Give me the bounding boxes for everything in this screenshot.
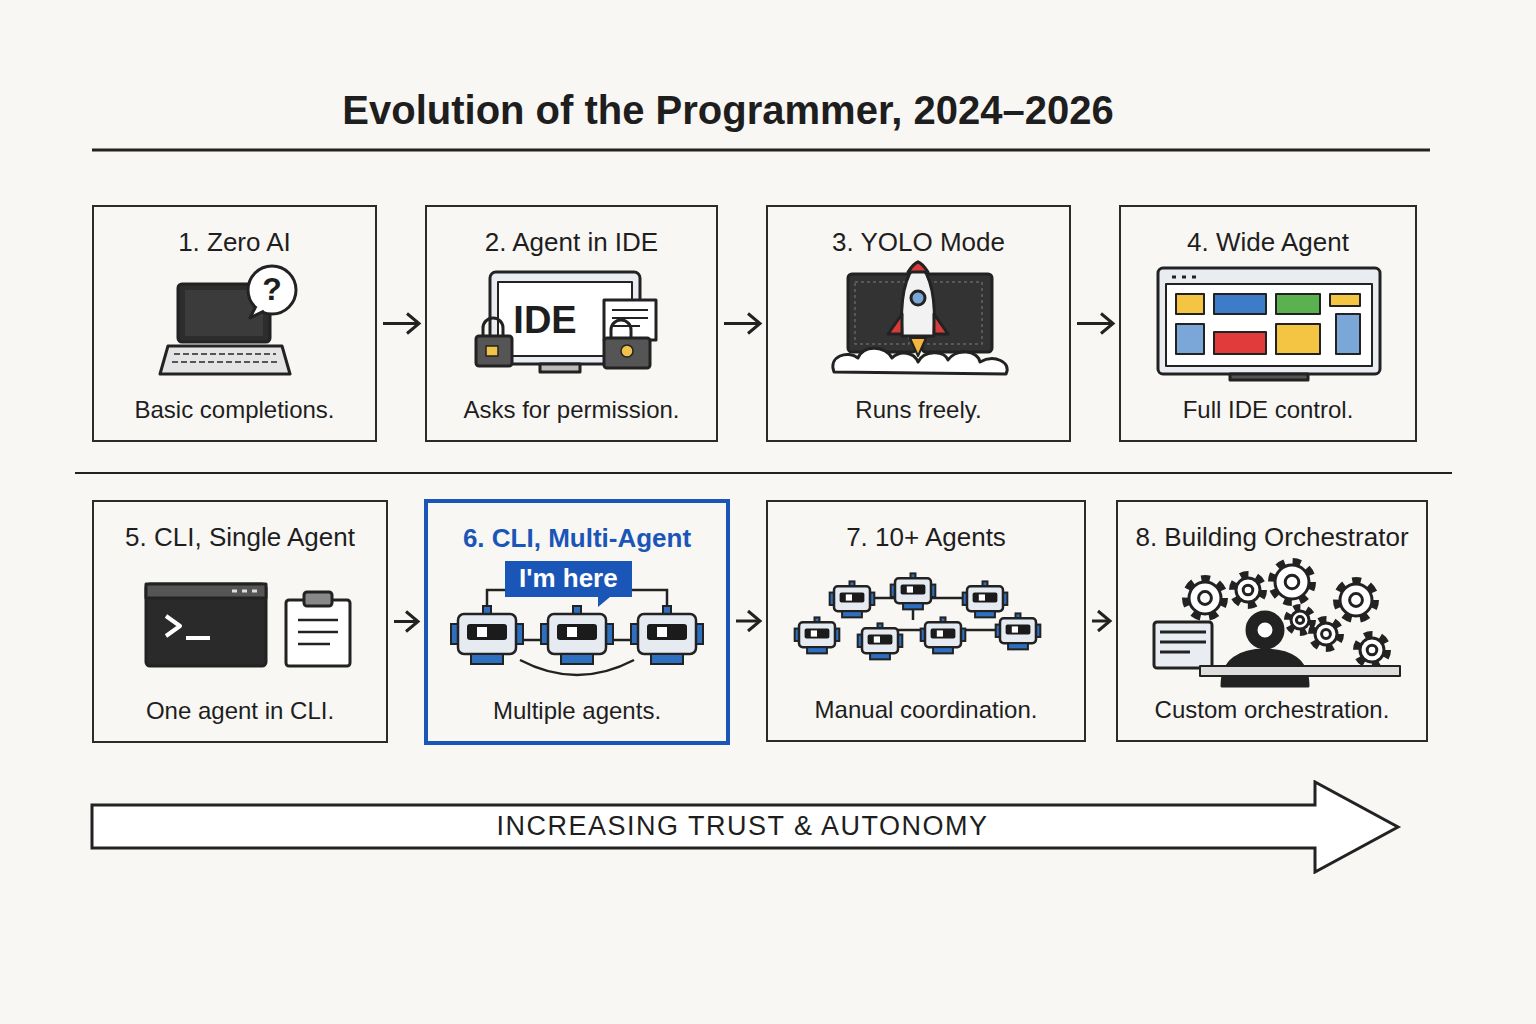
stage-heading: 3. YOLO Mode (832, 227, 1005, 258)
rocket-icon (833, 262, 1007, 374)
arrowhead (1101, 314, 1113, 334)
gear-icon (1272, 562, 1312, 602)
diagram-title: Evolution of the Programmer, 2024–2026 (0, 88, 1456, 133)
icon-label: IDE (513, 299, 576, 342)
stage-heading: 4. Wide Agent (1187, 227, 1349, 258)
flow-arrow (1092, 611, 1110, 631)
trend-arrow: INCREASING TRUST & AUTONOMY (90, 780, 1402, 874)
gear-icon (1288, 608, 1312, 632)
stage-description: Custom orchestration. (1155, 696, 1390, 724)
stage-box: 5. CLI, Single AgentOne agent in CLI. (92, 500, 388, 743)
ide-icon (476, 272, 656, 372)
stage-box: 1. Zero AI Basic completions. (92, 205, 377, 442)
stage-description: Manual coordination. (815, 696, 1038, 724)
row-divider (75, 472, 1452, 474)
arrowhead (407, 314, 419, 334)
flow-arrow (724, 314, 760, 334)
stage-description: Runs freely. (855, 396, 981, 424)
callout-text: I'm here (519, 563, 618, 594)
robot-icon (921, 617, 966, 653)
robot-icon (891, 573, 936, 609)
robot-icon (631, 606, 703, 664)
arrowhead (406, 612, 418, 632)
robot-icon (858, 623, 903, 659)
orchestrator-icon (1154, 562, 1400, 686)
stage-heading: 2. Agent in IDE (485, 227, 658, 258)
flow-arrow-line (724, 322, 760, 325)
stage-box: 8. Building OrchestratorCustom orchestra… (1116, 500, 1428, 742)
agent-links (487, 590, 1018, 675)
stage-heading: 5. CLI, Single Agent (125, 522, 355, 553)
terminal-icon (146, 584, 350, 666)
flow-arrow-line (1077, 322, 1113, 325)
arrowhead (748, 611, 760, 631)
stage-heading: 6. CLI, Multi-Agent (463, 523, 691, 554)
robot-icon (451, 606, 523, 664)
gear-icon (1337, 581, 1375, 619)
stage-box: 3. YOLO ModeRuns freely. (766, 205, 1071, 442)
stage-box: 6. CLI, Multi-AgentMultiple agents. I'm h… (424, 499, 730, 745)
stage-description: Basic completions. (134, 396, 334, 424)
title-rule (92, 149, 1430, 152)
stage-heading: 7. 10+ Agents (846, 522, 1006, 553)
flow-arrow (383, 314, 419, 334)
robot-icon (830, 581, 875, 617)
stage-heading: 8. Building Orchestrator (1135, 522, 1408, 553)
stage-description: One agent in CLI. (146, 697, 334, 725)
dashboard-icon (1158, 268, 1380, 380)
stage-heading: 1. Zero AI (178, 227, 291, 258)
stage-description: Multiple agents. (493, 697, 661, 725)
robot-icon (795, 617, 840, 653)
arrowhead (1098, 611, 1110, 631)
flow-arrow-line (383, 322, 419, 325)
stage-description: Full IDE control. (1183, 396, 1354, 424)
flow-arrow (1077, 314, 1113, 334)
robot-icon (963, 581, 1008, 617)
gear-icon (1186, 579, 1224, 617)
stage-box: 4. Wide AgentFull IDE control. (1119, 205, 1417, 442)
stage-description: Asks for permission. (463, 396, 679, 424)
icon-label: ? (262, 271, 282, 308)
flow-arrow (736, 611, 760, 631)
robot-icon (541, 606, 613, 664)
gear-icon (1357, 635, 1387, 665)
robot-icon (996, 613, 1041, 649)
laptop-icon (160, 266, 296, 374)
arrowhead (748, 314, 760, 334)
stage-box: 7. 10+ AgentsManual coordination. (766, 500, 1086, 742)
trend-arrow-outline (92, 782, 1398, 872)
gear-icon (1312, 620, 1340, 648)
gear-icon (1233, 575, 1263, 605)
callout-badge: I'm here (505, 561, 632, 597)
trend-label: INCREASING TRUST & AUTONOMY (170, 805, 1315, 848)
flow-arrow (394, 612, 418, 632)
